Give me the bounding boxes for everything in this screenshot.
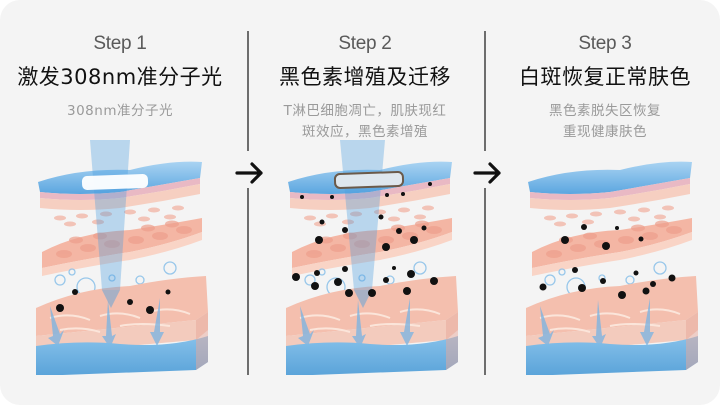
step-1-description: 308nm准分子光: [10, 101, 230, 122]
step-1-column: Step 1 激发308nm准分子光 308nm准分子光: [0, 0, 240, 405]
skin-excimer-illustration: [35, 140, 209, 375]
light-beam-icon: [81, 140, 149, 308]
light-beam-icon: [333, 140, 405, 308]
divider-line: [484, 31, 486, 151]
step-3-title: 白斑恢复正常肤色: [519, 65, 691, 89]
step-3-label: Step 3: [578, 33, 632, 54]
melanin-dots: [292, 182, 438, 297]
melanin-dots: [56, 289, 171, 314]
step-3-description-line: 黑色素脱失区恢复: [549, 103, 661, 119]
step-2-title: 黑色素增殖及迁移: [279, 65, 451, 89]
arrow-right-icon: [473, 162, 501, 184]
arrow-right-icon: [235, 162, 263, 184]
step-2-description-line: 斑效应，黑色素增殖: [302, 124, 428, 140]
skin-melanin-proliferation-illustration: [285, 140, 459, 375]
step-2-description: T淋巴细胞凋亡，肌肤现红 斑效应，黑色素增殖: [255, 101, 475, 143]
divider-line: [247, 188, 249, 375]
step-3-description-line: 重现健康肤色: [563, 124, 647, 140]
melanin-dots: [539, 224, 676, 299]
divider-line: [484, 188, 486, 375]
step-1-label: Step 1: [93, 33, 147, 54]
skin-restored-illustration: [525, 160, 699, 375]
step-2-description-line: T淋巴细胞凋亡，肌肤现红: [283, 103, 447, 119]
step-3-description: 黑色素脱失区恢复 重现健康肤色: [495, 101, 715, 143]
divider-line: [247, 31, 249, 151]
step-2-column: Step 2 黑色素增殖及迁移 T淋巴细胞凋亡，肌肤现红 斑效应，黑色素增殖: [245, 0, 485, 405]
step-1-title: 激发308nm准分子光: [17, 65, 223, 89]
step-3-column: Step 3 白斑恢复正常肤色 黑色素脱失区恢复 重现健康肤色: [485, 0, 720, 405]
step-2-label: Step 2: [338, 33, 392, 54]
step-1-description-line: 308nm准分子光: [67, 103, 173, 119]
